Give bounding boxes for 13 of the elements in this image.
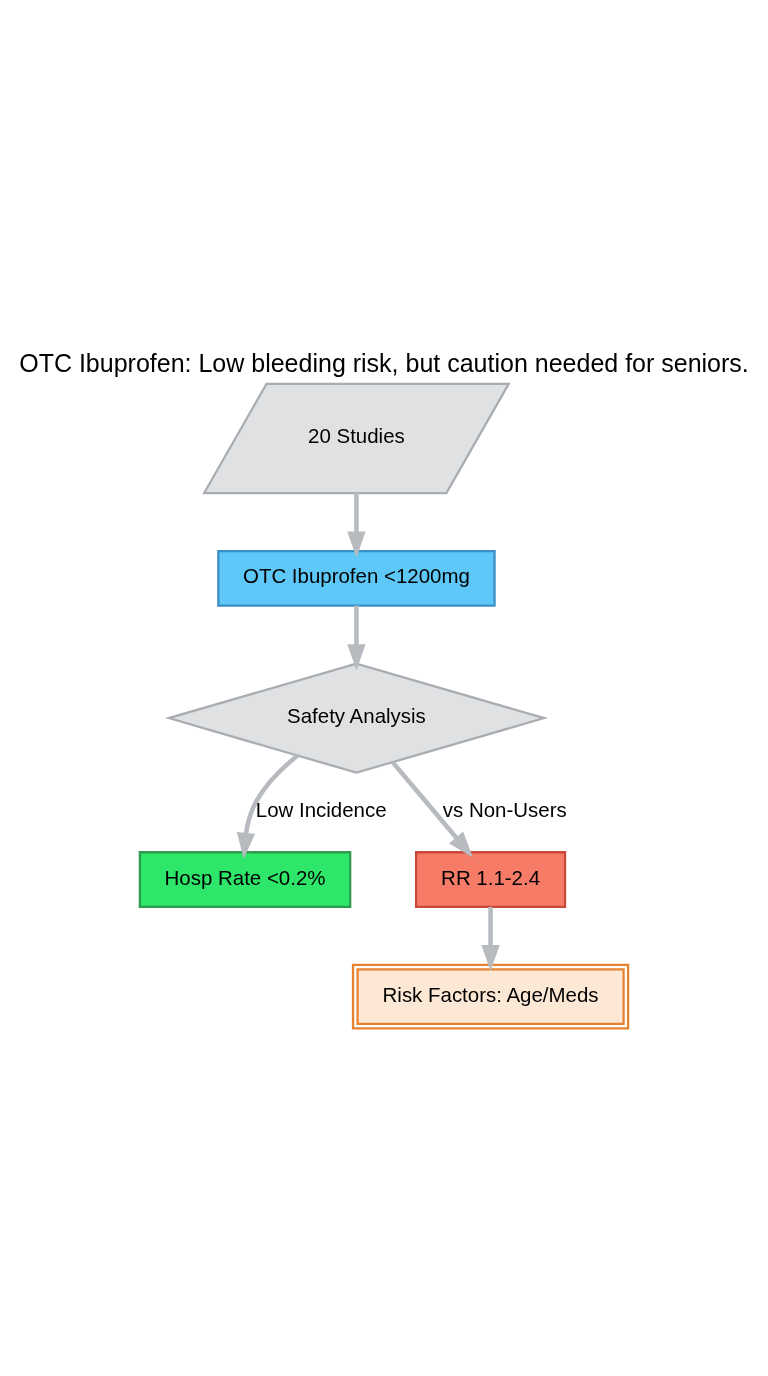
edge-label: Low Incidence <box>255 798 387 822</box>
diagram-title: OTC Ibuprofen: Low bleeding risk, but caution needed for seniors. <box>19 349 749 378</box>
node-diamond: Safety Analysis <box>164 662 549 774</box>
arrow <box>347 493 366 558</box>
arrow <box>347 605 366 671</box>
node-box: OTC Ibuprofen <1200mg <box>217 549 496 607</box>
arrow <box>391 760 473 858</box>
node-box: Hosp Rate <0.2% <box>138 851 352 908</box>
node-box: Risk Factors: Age/Meds <box>351 963 630 1030</box>
arrow <box>481 907 500 972</box>
node-box: RR 1.1-2.4 <box>414 851 567 908</box>
arrow <box>236 753 299 860</box>
edge-label: vs Non-Users <box>442 798 567 822</box>
